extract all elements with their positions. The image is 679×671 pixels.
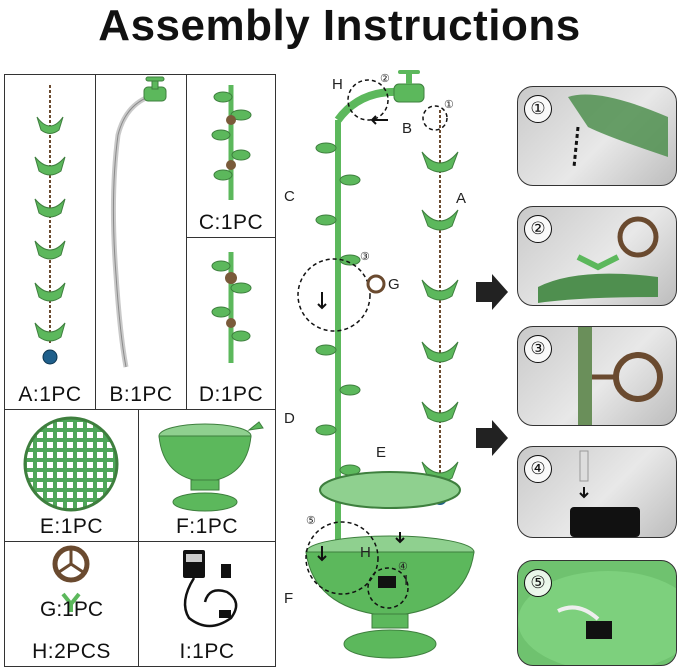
part-a-panel: A:1PC bbox=[4, 74, 96, 410]
diagram-label-d: D bbox=[284, 410, 295, 427]
assembled-fountain-illustration bbox=[297, 70, 475, 659]
step-5-number: ⑤ bbox=[524, 569, 552, 597]
part-d-label: D:1PC bbox=[198, 383, 264, 406]
diagram-label-g: G bbox=[388, 276, 400, 293]
diagram-step-2: ② bbox=[380, 73, 390, 85]
part-g-label: G:1PC bbox=[39, 598, 104, 621]
page-title: Assembly Instructions bbox=[98, 1, 581, 50]
part-b-panel: B:1PC bbox=[95, 74, 187, 410]
step-2-photo: ② bbox=[517, 206, 677, 306]
decorative-pole-d-illustration bbox=[211, 252, 252, 363]
step-4-number: ④ bbox=[524, 455, 552, 483]
assembly-diagram: H B C A G D E F H I ① ② ③ ④ ⑤ bbox=[280, 70, 490, 670]
step-5-photo: ⑤ bbox=[517, 560, 677, 666]
bowl-illustration bbox=[158, 421, 264, 512]
spout-tube-illustration bbox=[110, 76, 167, 368]
diagram-label-h: H bbox=[332, 76, 343, 93]
diagram-step-5: ⑤ bbox=[306, 515, 316, 527]
pump-illustration bbox=[183, 550, 238, 628]
part-b-label: B:1PC bbox=[109, 383, 173, 406]
part-i-label: I:1PC bbox=[179, 640, 235, 663]
diagram-label-a: A bbox=[456, 190, 467, 207]
part-i-panel: I:1PC bbox=[138, 541, 276, 667]
valve-and-connector-illustration bbox=[52, 545, 90, 612]
diagram-step-1: ① bbox=[444, 99, 454, 111]
diagram-step-4: ④ bbox=[398, 561, 408, 573]
decorative-pole-c-illustration bbox=[211, 85, 252, 200]
part-c-panel: C:1PC bbox=[186, 74, 276, 238]
rain-chain-illustration bbox=[34, 85, 66, 365]
step-4-photo: ④ bbox=[517, 446, 677, 538]
mesh-disk-illustration bbox=[23, 416, 119, 512]
diagram-label-i: I bbox=[404, 572, 409, 589]
diagram-step-3: ③ bbox=[360, 251, 370, 263]
step-2-number: ② bbox=[524, 215, 552, 243]
diagram-label-f: F bbox=[284, 590, 294, 607]
diagram-label-h-lower: H bbox=[360, 544, 371, 561]
part-f-label: F:1PC bbox=[175, 515, 238, 538]
arrow-right-icon bbox=[474, 272, 510, 312]
step-3-number: ③ bbox=[524, 335, 552, 363]
part-e-panel: E:1PC bbox=[4, 409, 139, 542]
diagram-label-c: C bbox=[284, 188, 295, 205]
part-f-panel: F:1PC bbox=[138, 409, 276, 542]
part-h-label: H:2PCS bbox=[32, 640, 111, 663]
diagram-label-e: E bbox=[376, 444, 387, 461]
step-3-photo: ③ bbox=[517, 326, 677, 426]
diagram-label-b: B bbox=[402, 120, 413, 137]
step-1-photo: ① bbox=[517, 86, 677, 186]
step-1-number: ① bbox=[524, 95, 552, 123]
part-d-panel: D:1PC bbox=[186, 237, 276, 410]
part-gh-panel: G:1PC H:2PCS bbox=[4, 541, 139, 667]
arrow-right-icon bbox=[474, 418, 510, 458]
part-e-label: E:1PC bbox=[39, 515, 104, 538]
part-a-label: A:1PC bbox=[18, 383, 82, 406]
part-c-label: C:1PC bbox=[198, 211, 264, 234]
